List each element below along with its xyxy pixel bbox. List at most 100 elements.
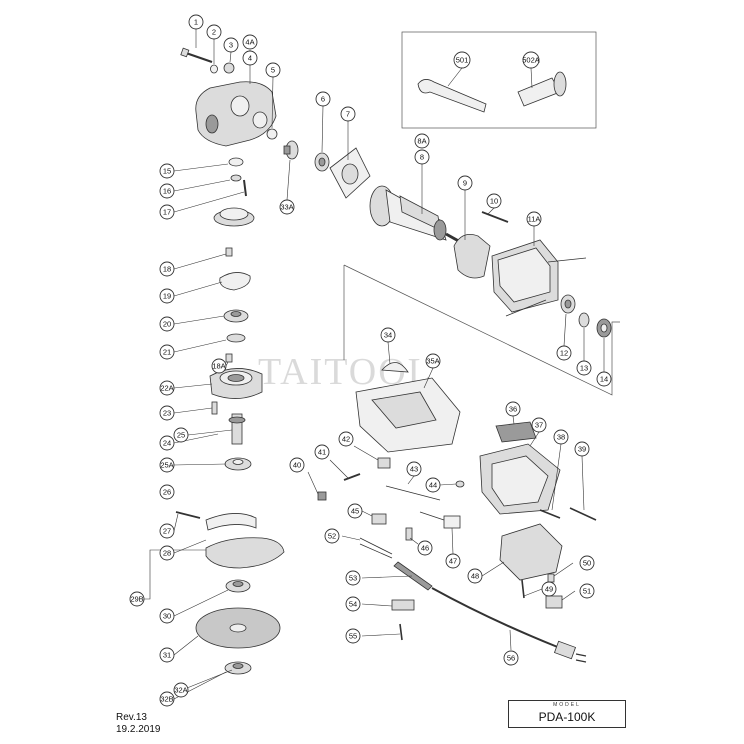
name-plate-34-illustration — [381, 362, 409, 373]
svg-text:14: 14 — [600, 375, 608, 384]
part-label-43: 43 — [406, 461, 422, 477]
svg-text:20: 20 — [163, 320, 171, 329]
svg-text:13: 13 — [580, 364, 588, 373]
part-label-14: 14 — [596, 371, 612, 387]
part-label-47: 47 — [445, 553, 461, 569]
svg-text:54: 54 — [349, 600, 357, 609]
svg-text:12: 12 — [560, 349, 568, 358]
svg-text:16: 16 — [163, 187, 171, 196]
part-label-28: 28 — [159, 545, 175, 561]
svg-text:26: 26 — [163, 488, 171, 497]
svg-text:24: 24 — [163, 439, 171, 448]
part-label-19: 19 — [159, 288, 175, 304]
svg-text:36: 36 — [509, 405, 517, 414]
svg-text:50: 50 — [583, 559, 591, 568]
part-label-10: 10 — [486, 193, 502, 209]
part-label-51: 51 — [579, 583, 595, 599]
svg-text:51: 51 — [583, 587, 591, 596]
svg-text:53: 53 — [349, 574, 357, 583]
screw-10-illustration — [481, 211, 509, 223]
wheel-nut-32-illustration — [224, 661, 252, 675]
svg-text:29B: 29B — [130, 595, 143, 604]
part-label-5: 5 — [265, 62, 281, 78]
svg-text:5: 5 — [271, 66, 275, 75]
brush-holder-42-illustration — [377, 457, 391, 469]
svg-text:6: 6 — [321, 95, 325, 104]
part-label-1: 1 — [188, 14, 204, 30]
part-label-37: 37 — [531, 417, 547, 433]
part-label-52: 52 — [324, 528, 340, 544]
part-label-15: 15 — [159, 163, 175, 179]
tail-cover-37-illustration — [479, 443, 561, 515]
part-label-24: 24 — [159, 435, 175, 451]
part-label-2: 2 — [206, 24, 222, 40]
cap-3-illustration — [223, 62, 235, 74]
part-label-46: 46 — [417, 540, 433, 556]
svg-text:46: 46 — [421, 544, 429, 553]
svg-text:17: 17 — [163, 208, 171, 217]
part-label-12: 12 — [556, 345, 572, 361]
part-label-53: 53 — [345, 570, 361, 586]
part-label-55: 55 — [345, 628, 361, 644]
spindle-25-illustration — [228, 413, 246, 445]
bearing-box-22a-illustration — [209, 368, 263, 399]
svg-text:32B: 32B — [160, 695, 173, 704]
part-label-21: 21 — [159, 344, 175, 360]
part-label-18: 18 — [159, 261, 175, 277]
part-label-9: 9 — [457, 175, 473, 191]
svg-text:35A: 35A — [426, 357, 439, 366]
part-label-501: 501 — [453, 51, 471, 69]
noise-suppressor-47-illustration — [419, 511, 461, 529]
svg-text:4: 4 — [248, 54, 252, 63]
part-label-27: 27 — [159, 523, 175, 539]
svg-text:1: 1 — [194, 18, 198, 27]
part-label-8a: 8A — [414, 133, 430, 149]
svg-text:19: 19 — [163, 292, 171, 301]
pinion-33a-illustration — [283, 140, 299, 160]
wires-52-illustration — [359, 537, 393, 559]
armature-8-illustration — [369, 185, 465, 246]
wheel-nut-30-illustration — [225, 579, 251, 593]
svg-text:34: 34 — [384, 331, 392, 340]
svg-text:11A: 11A — [528, 215, 541, 224]
svg-text:52: 52 — [328, 532, 336, 541]
svg-text:2: 2 — [212, 28, 216, 37]
svg-text:43: 43 — [410, 465, 418, 474]
svg-text:42: 42 — [342, 435, 350, 444]
svg-text:44: 44 — [429, 481, 437, 490]
pin-17-illustration — [243, 179, 247, 197]
date-label: 19.2.2019 — [116, 724, 161, 735]
screw-39-illustration — [569, 507, 597, 521]
stator-11a-illustration — [491, 239, 587, 317]
part-label-4: 4 — [242, 50, 258, 66]
part-label-54: 54 — [345, 596, 361, 612]
svg-text:4A: 4A — [245, 38, 254, 47]
svg-text:9: 9 — [463, 179, 467, 188]
bearing-12-illustration — [560, 294, 576, 314]
bolt-1-illustration — [180, 47, 213, 64]
bearing-5-illustration — [266, 128, 278, 140]
power-cord-56-illustration — [431, 587, 587, 663]
part-label-20: 20 — [159, 316, 175, 332]
svg-text:47: 47 — [449, 557, 457, 566]
accessory-frame — [401, 31, 597, 129]
switch-51-illustration — [545, 595, 563, 609]
part-label-48: 48 — [467, 568, 483, 584]
svg-text:33A: 33A — [280, 203, 293, 212]
part-label-6: 6 — [315, 91, 331, 107]
svg-text:38: 38 — [557, 433, 565, 442]
revision-label: Rev.13 — [116, 712, 147, 723]
part-label-44: 44 — [425, 477, 441, 493]
svg-text:8A: 8A — [417, 137, 426, 146]
ring-13-illustration — [578, 312, 590, 328]
part-label-50: 50 — [579, 555, 595, 571]
part-illustrations — [175, 47, 612, 675]
screw-50-illustration — [547, 573, 555, 583]
svg-text:23: 23 — [163, 409, 171, 418]
svg-text:502A: 502A — [522, 56, 540, 65]
part-label-8: 8 — [414, 149, 430, 165]
part-label-49: 49 — [541, 581, 557, 597]
screw-49-illustration — [521, 579, 525, 599]
svg-text:15: 15 — [163, 167, 171, 176]
group-frame-lines — [343, 264, 620, 396]
